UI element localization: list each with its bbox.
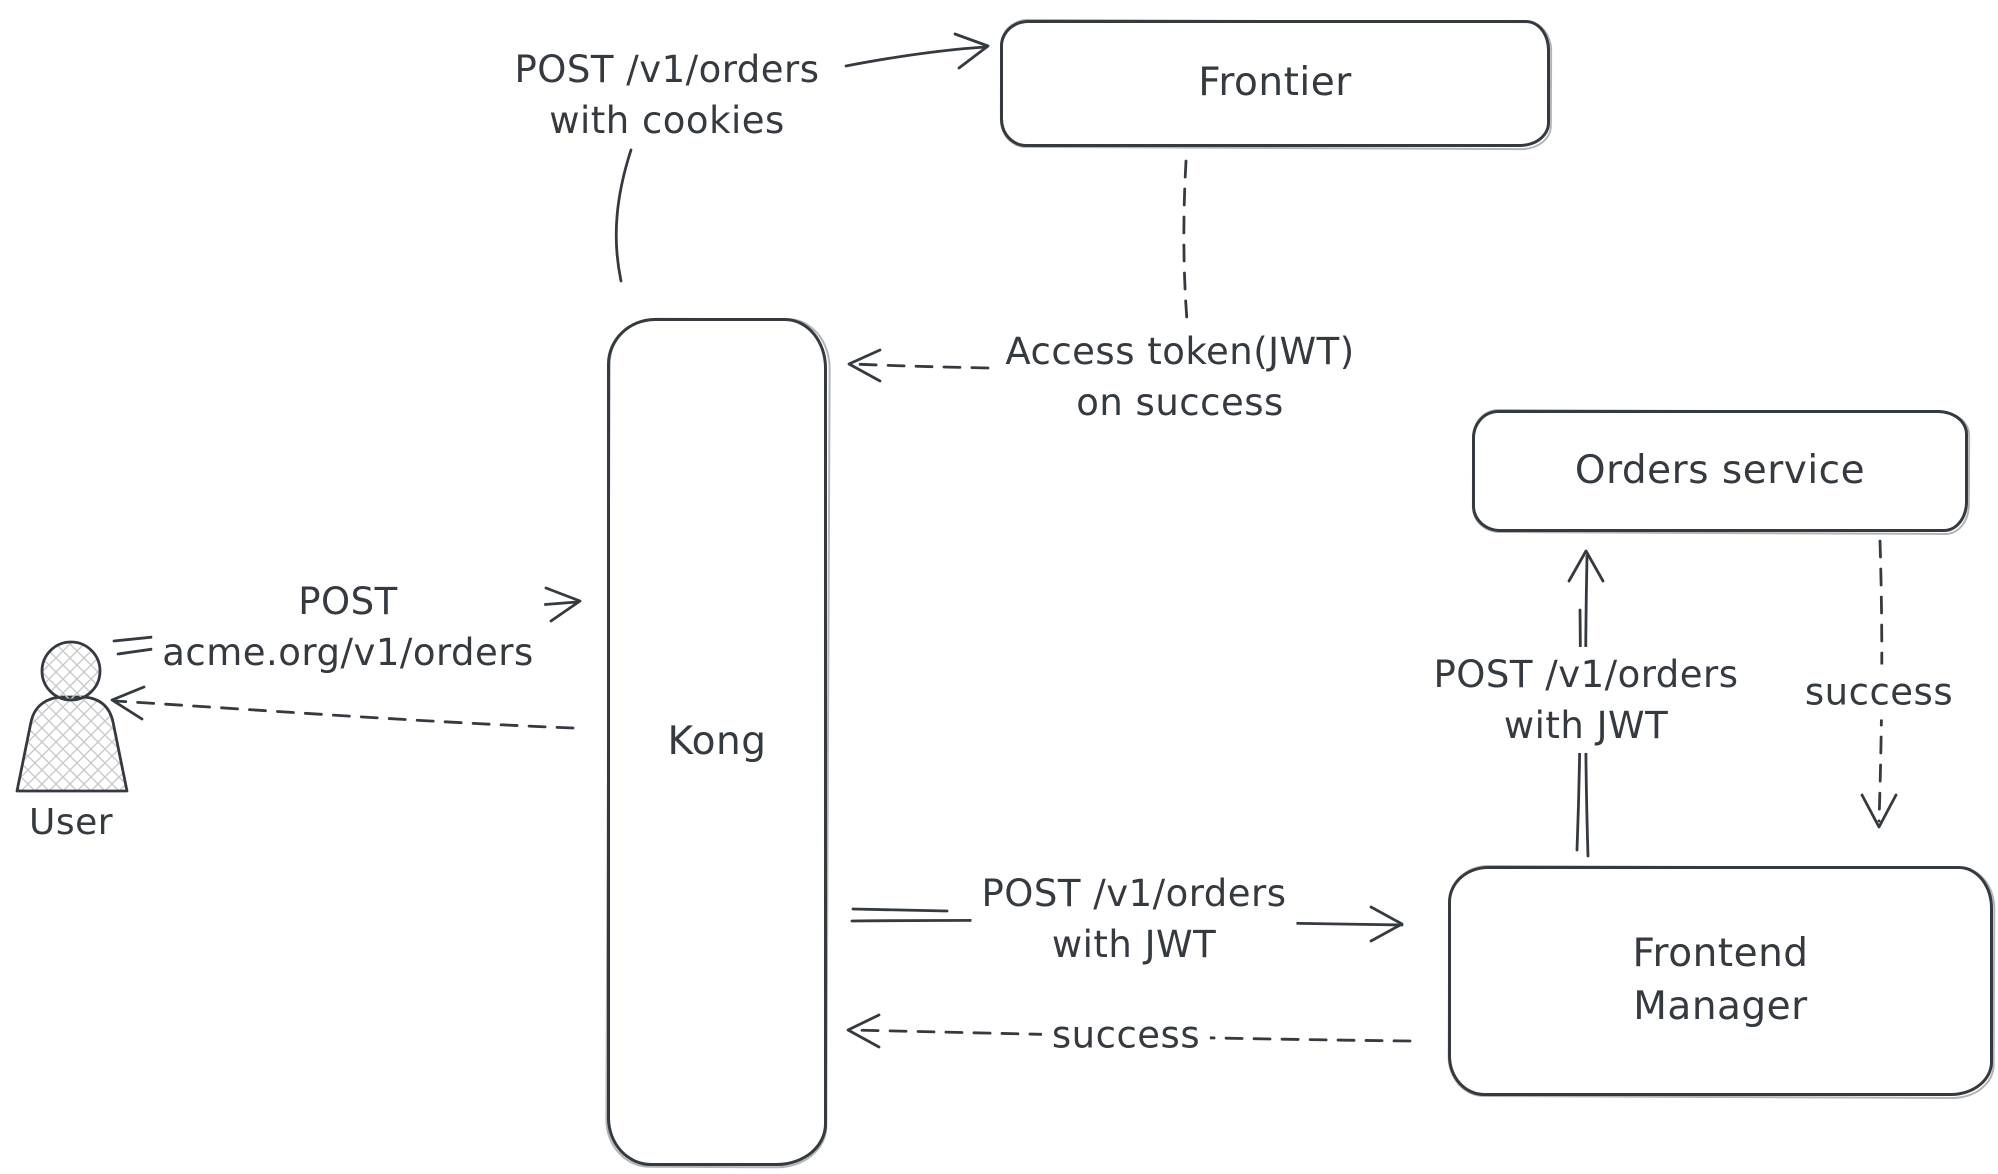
edge-label-frontier-to-kong: Access token(JWT) on success <box>995 323 1365 431</box>
arrowhead-frontier <box>953 32 990 70</box>
arrowhead-frontend-manager-top <box>1860 793 1898 829</box>
user-figure-icon <box>15 640 129 793</box>
arrowhead-frontend-manager-left <box>1369 905 1404 943</box>
edge-label-kong-to-frontier: POST /v1/orders with cookies <box>504 41 830 149</box>
edge-kong-to-frontier <box>614 32 990 283</box>
node-frontend-manager: Frontend Manager <box>1448 866 1993 1096</box>
arrowhead-kong-left <box>544 586 582 623</box>
edge-frontier-to-kong <box>847 159 1189 383</box>
edge-label-user-to-kong: POST acme.org/v1/orders <box>152 573 544 681</box>
node-frontier: Frontier <box>1000 20 1550 147</box>
edge-label-frontend-manager-to-orders: POST /v1/orders with JWT <box>1423 646 1749 754</box>
edge-label-frontend-manager-to-kong: success <box>1041 1007 1211 1063</box>
user-label: User <box>28 802 114 844</box>
node-frontend-manager-label-line1: Frontend <box>1632 931 1809 977</box>
node-orders-service-label: Orders service <box>1574 447 1866 493</box>
edge-label-orders-to-frontend-manager: success <box>1794 664 1964 720</box>
edge-label-kong-to-frontend-manager: POST /v1/orders with JWT <box>971 865 1297 973</box>
node-frontier-label: Frontier <box>1198 60 1352 106</box>
arrowhead-kong-right-bottom <box>846 1013 881 1049</box>
node-kong-label: Kong <box>667 718 767 764</box>
node-frontend-manager-label-line2: Manager <box>1633 984 1808 1029</box>
node-orders-service: Orders service <box>1472 410 1968 532</box>
arrowhead-user <box>110 685 146 721</box>
arrowhead-orders-bottom <box>1567 549 1605 583</box>
arrowhead-kong-right-top <box>847 348 882 383</box>
edge-kong-to-user <box>110 685 575 730</box>
node-kong: Kong <box>607 318 827 1166</box>
